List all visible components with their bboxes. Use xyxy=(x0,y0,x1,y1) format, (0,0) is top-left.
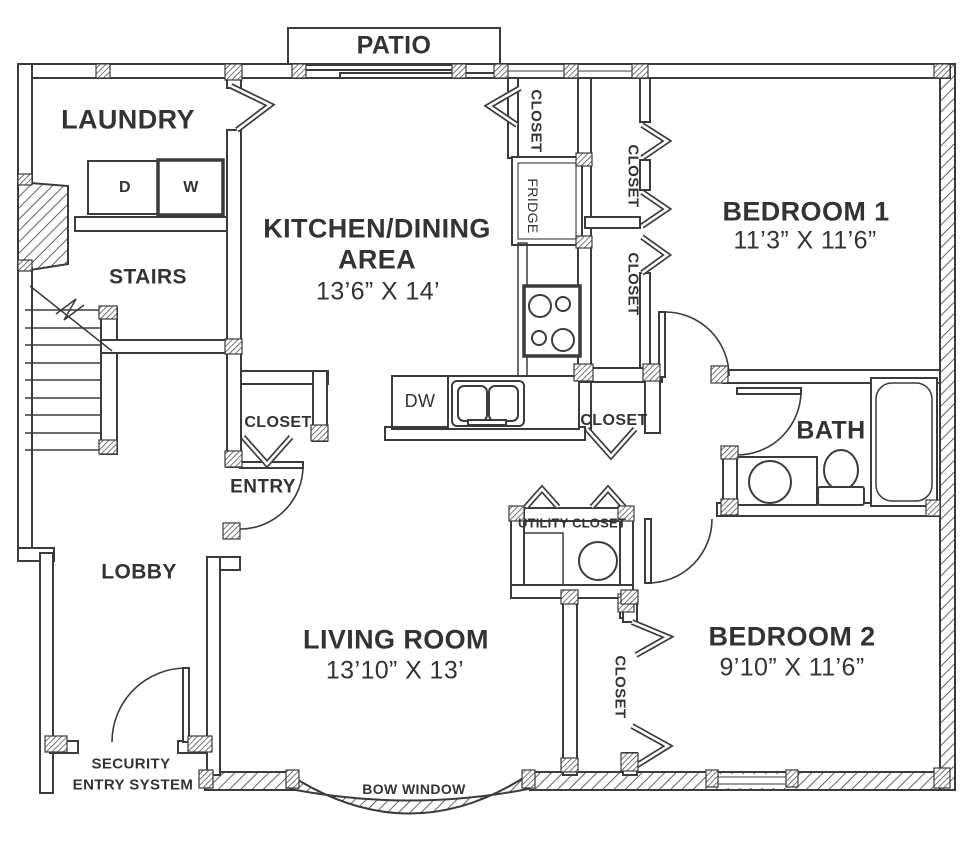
kitchen-label-line2: AREA xyxy=(337,244,417,275)
dishwasher-box xyxy=(391,375,449,428)
pantry-closet-label: CLOSET xyxy=(527,89,545,153)
living-room-label: LIVING ROOM xyxy=(303,624,489,655)
washer-box xyxy=(156,158,225,217)
dishwasher-label: DW xyxy=(404,391,436,411)
bow-window-label: BOW WINDOW xyxy=(362,781,466,797)
bath-label: BATH xyxy=(796,416,866,445)
bath-sink xyxy=(748,460,792,504)
security-label-line2: ENTRY SYSTEM xyxy=(72,776,194,794)
stairs-label: STAIRS xyxy=(109,265,187,289)
utility-fixtures xyxy=(524,532,618,585)
kitchen-fixtures xyxy=(391,156,583,430)
kitchen-dims: 13’6” X 14’ xyxy=(316,277,440,306)
entry-closet-door xyxy=(240,435,294,469)
laundry-fixtures xyxy=(87,158,225,217)
water-heater xyxy=(578,541,618,581)
entry-label: ENTRY xyxy=(230,476,296,498)
dryer-box xyxy=(87,160,159,215)
laundry-label: LAUNDRY xyxy=(61,104,195,135)
bedroom1-closet-upper-label: CLOSET xyxy=(624,144,642,208)
bathtub xyxy=(870,377,938,507)
bedroom2-dims: 9’10” X 11’6” xyxy=(719,653,865,682)
toilet-tank xyxy=(817,486,865,506)
utility-closet-label: UTILITY CLOSET xyxy=(517,515,627,531)
bedroom1-door xyxy=(658,311,730,378)
bedroom1-label: BEDROOM 1 xyxy=(722,196,890,227)
lobby-label: LOBBY xyxy=(101,560,177,584)
bedroom2-closet-doors xyxy=(630,619,675,769)
laundry-door xyxy=(229,83,276,133)
bedroom2-window xyxy=(718,774,790,788)
patio-label: PATIO xyxy=(356,31,432,60)
stair-break-line xyxy=(29,285,113,352)
bedroom1-closet-doors xyxy=(640,122,673,276)
utility-partition xyxy=(524,532,564,585)
toilet-bowl xyxy=(823,449,859,491)
kitchen-closet-label: CLOSET xyxy=(580,412,648,429)
utility-closet-doors xyxy=(523,484,627,509)
fridge-box xyxy=(511,156,583,246)
kitchen-label: KITCHEN/DINING xyxy=(263,213,491,244)
bedroom1-closet-lower-label: CLOSET xyxy=(624,252,642,316)
patio-sliding-door-panel xyxy=(339,72,501,79)
entry-closet-label: CLOSET xyxy=(244,414,312,431)
dryer-label: D xyxy=(119,179,131,196)
pantry-closet-door xyxy=(483,85,522,128)
bedroom2-closet-label: CLOSET xyxy=(611,655,629,719)
wall-posts xyxy=(17,63,951,789)
bedroom2-door xyxy=(644,518,713,584)
bedroom2-label: BEDROOM 2 xyxy=(708,621,876,652)
fridge-label: FRIDGE xyxy=(525,178,541,234)
patio-outline xyxy=(287,27,501,66)
closet-doors xyxy=(240,85,675,769)
stair-break-symbol xyxy=(55,298,85,321)
washer-label: W xyxy=(183,179,199,196)
doors xyxy=(49,83,802,754)
patio-sliding-door xyxy=(302,64,464,71)
bath-door xyxy=(736,387,802,456)
kitchen-south-closet-door xyxy=(584,427,638,461)
bedroom1-dims: 11’3” X 11’6” xyxy=(733,226,877,255)
security-entry-door xyxy=(49,667,207,754)
interior-walls xyxy=(17,63,951,794)
bath-fixtures xyxy=(736,377,938,507)
living-room-dims: 13’10” X 13’ xyxy=(325,656,465,685)
security-label-line1: SECURITY xyxy=(91,755,171,773)
stairs-steps xyxy=(25,285,113,451)
